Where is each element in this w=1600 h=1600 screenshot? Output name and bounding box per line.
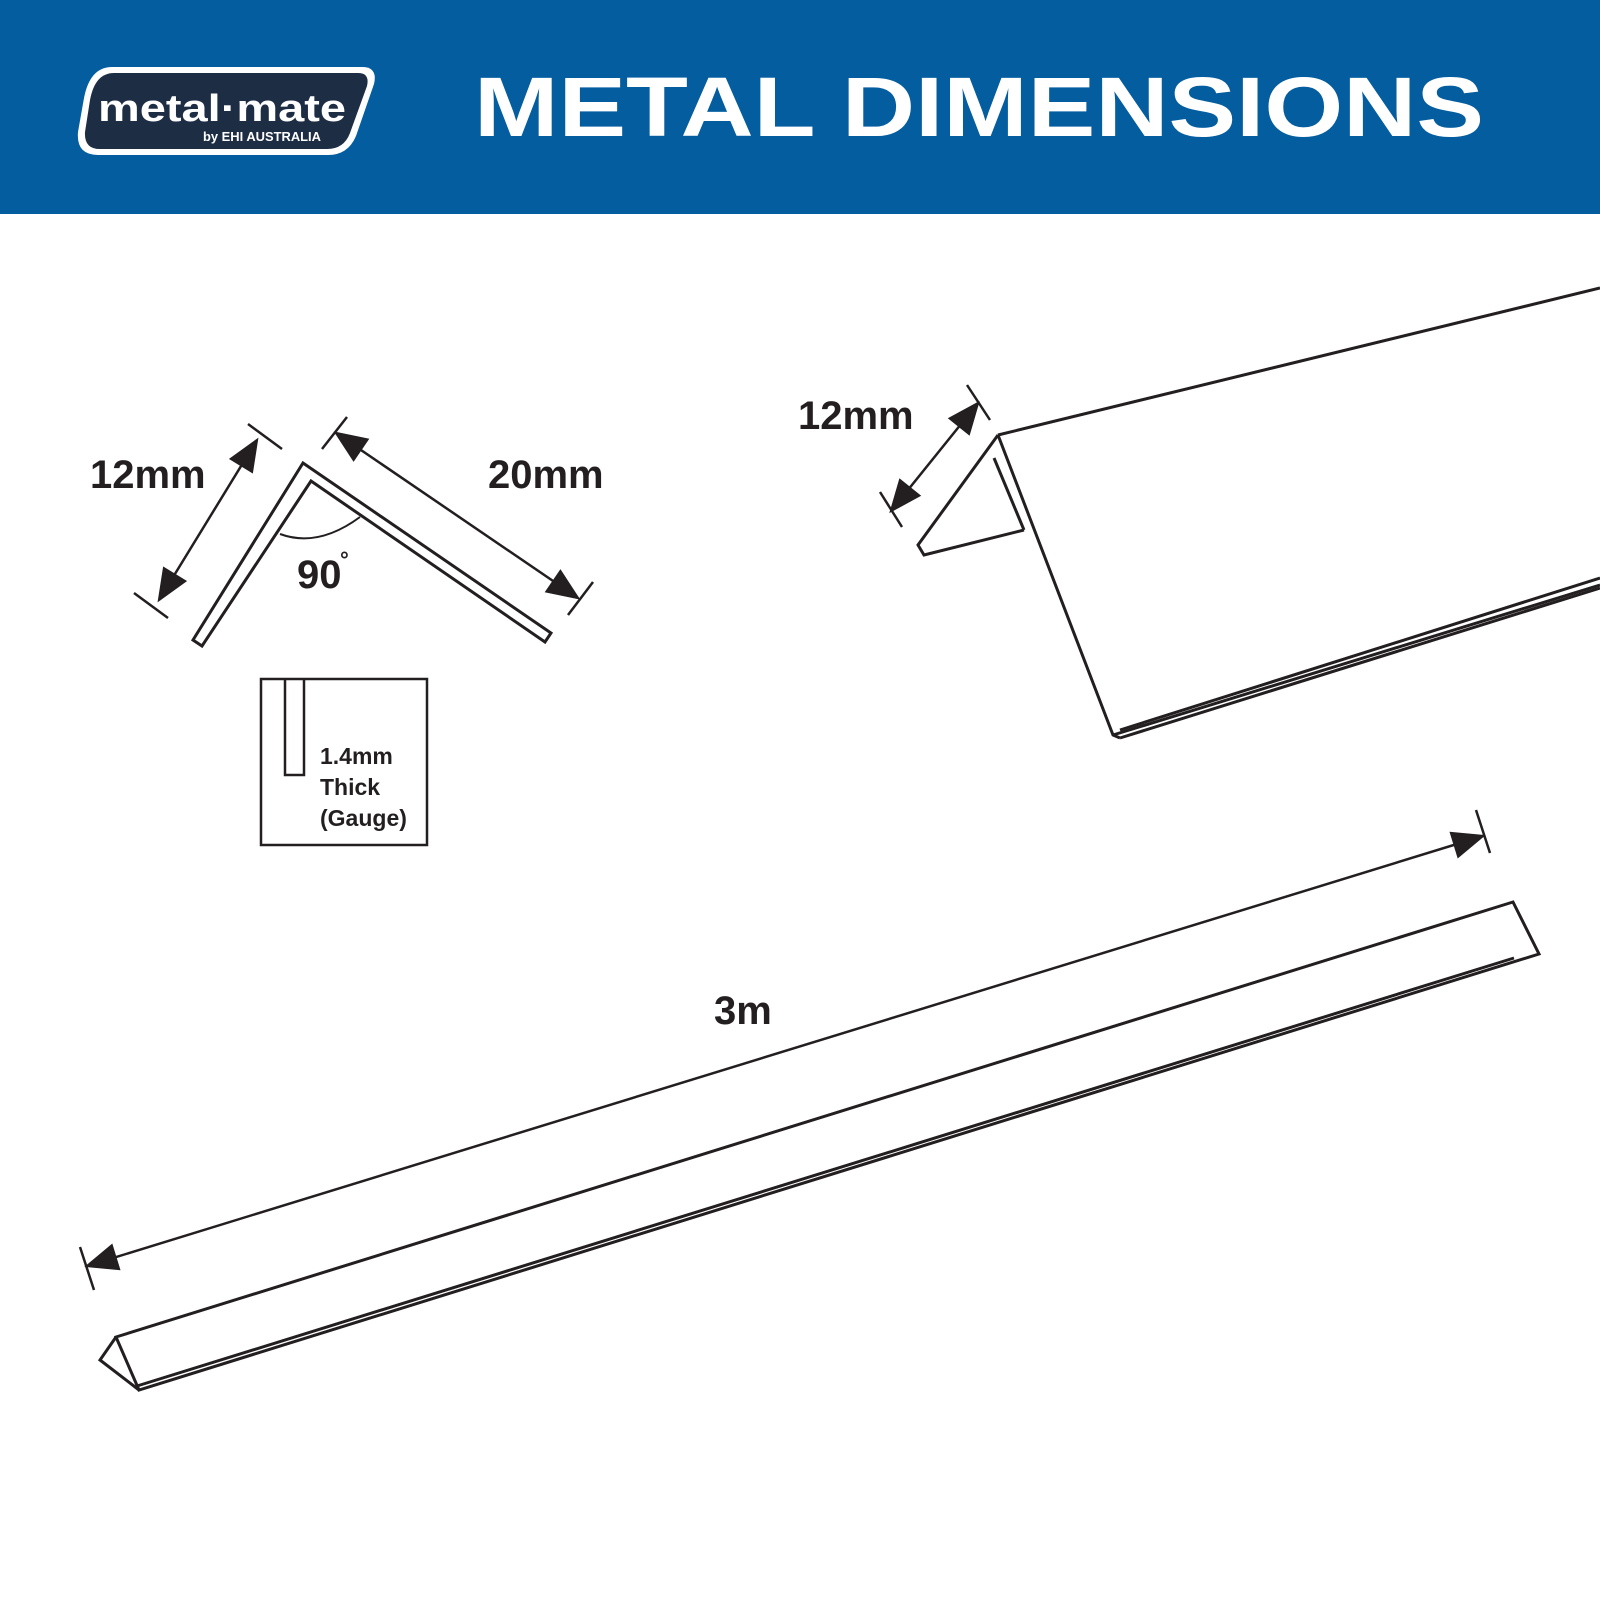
dimension-length bbox=[78, 809, 1492, 1291]
logo-subtext: by EHI AUSTRALIA bbox=[203, 129, 322, 144]
logo-text: metal·mate bbox=[98, 88, 346, 130]
metal-mate-logo: metal·mate by EHI AUSTRALIA bbox=[77, 67, 375, 155]
dimension-perspective-leg bbox=[878, 384, 992, 528]
header-banner: metal·mate by EHI AUSTRALIA METAL DIMENS… bbox=[0, 0, 1600, 214]
thickness-label: Thick bbox=[320, 774, 380, 800]
thickness-note: (Gauge) bbox=[320, 805, 407, 831]
dimension-short-leg bbox=[133, 422, 283, 620]
perspective-leg-label: 12mm bbox=[798, 394, 914, 438]
degree-symbol: ° bbox=[340, 547, 349, 572]
title-wrapper: METAL DIMENSIONS bbox=[474, 60, 1484, 154]
short-leg-label: 12mm bbox=[90, 453, 206, 497]
thickness-value: 1.4mm bbox=[320, 743, 393, 769]
dimension-long-leg bbox=[321, 416, 594, 616]
dimension-drawing: 90 ° 12mm 20mm 1.4mm Thick (Gauge) 12mm bbox=[78, 286, 1600, 1392]
long-leg-label: 20mm bbox=[488, 453, 604, 497]
angle-label: 90 bbox=[297, 553, 342, 597]
thickness-sample bbox=[283, 679, 306, 777]
length-label: 3m bbox=[714, 989, 772, 1033]
angle-arc bbox=[279, 516, 361, 540]
full-length-bar bbox=[97, 900, 1542, 1392]
page-title: METAL DIMENSIONS bbox=[474, 60, 1484, 154]
angle-profile-cross-section bbox=[190, 460, 554, 649]
angle-perspective-view bbox=[916, 286, 1600, 740]
